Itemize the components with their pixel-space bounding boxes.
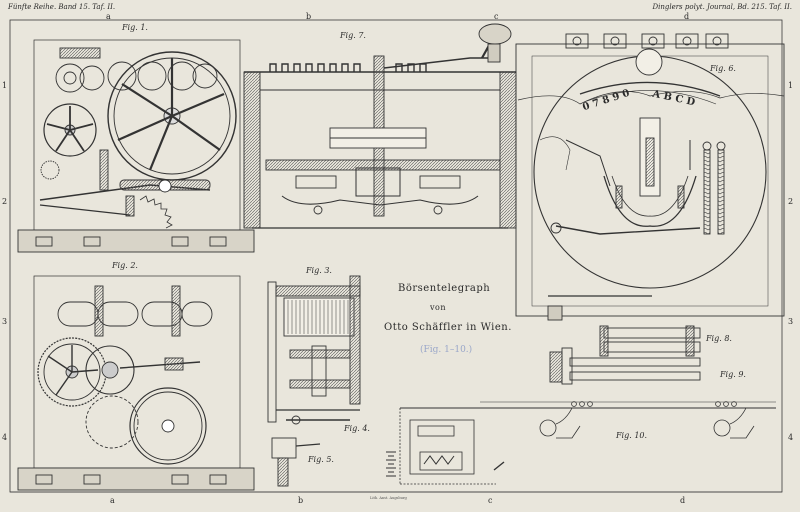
edge-mark-top-a: a (106, 12, 111, 21)
fig1-drawing (17, 39, 255, 253)
plate-header-right: Dinglers polyt. Journal, Bd. 215. Taf. I… (652, 3, 792, 11)
figure-range-stamp: (Fig. 1–10.) (420, 345, 473, 355)
lithographer-imprint: Lith. Anst. Augsburg (370, 496, 407, 500)
fig7-label: Fig. 7. (340, 31, 366, 40)
edge-mark-right-2: 2 (788, 197, 794, 206)
edge-mark-right-3: 3 (788, 317, 794, 326)
fig10-drawing (386, 401, 776, 485)
edge-mark-left-1: 1 (2, 81, 8, 90)
fig8-9-drawing (549, 325, 701, 385)
edge-mark-bottom-c: c (488, 496, 493, 505)
fig2-drawing (17, 275, 255, 491)
fig4-label: Fig. 4. (344, 424, 370, 433)
edge-mark-top-c: c (494, 12, 499, 21)
edge-mark-left-2: 2 (2, 197, 8, 206)
fig5-label: Fig. 5. (308, 455, 334, 464)
edge-mark-left-4: 4 (2, 433, 8, 442)
edge-mark-right-4: 4 (788, 433, 794, 442)
plate-title: Börsentelegraph (398, 283, 491, 294)
fig1-label: Fig. 1. (122, 23, 148, 32)
edge-mark-bottom-a: a (110, 496, 115, 505)
edge-mark-right-1: 1 (788, 81, 794, 90)
fig7-drawing (243, 23, 517, 229)
fig2-label: Fig. 2. (112, 261, 138, 270)
edge-mark-bottom-b: b (298, 496, 304, 505)
fig10-label: Fig. 10. (616, 431, 648, 440)
edge-mark-left-3: 3 (2, 317, 8, 326)
plate-author: Otto Schäffler in Wien. (384, 322, 512, 333)
edge-mark-top-d: d (684, 12, 690, 21)
fig3-label: Fig. 3. (306, 266, 332, 275)
fig9-label: Fig. 9. (720, 370, 746, 379)
fig6-label: Fig. 6. (710, 64, 736, 73)
edge-mark-top-b: b (306, 12, 312, 21)
fig8-label: Fig. 8. (706, 334, 732, 343)
plate-title-von: von (430, 303, 446, 312)
plate-header-left: Fünfte Reihe. Band 15. Taf. II. (8, 3, 116, 11)
fig6-drawing (515, 33, 785, 321)
edge-mark-bottom-d: d (680, 496, 686, 505)
fig3-4-5-drawing (267, 275, 361, 487)
